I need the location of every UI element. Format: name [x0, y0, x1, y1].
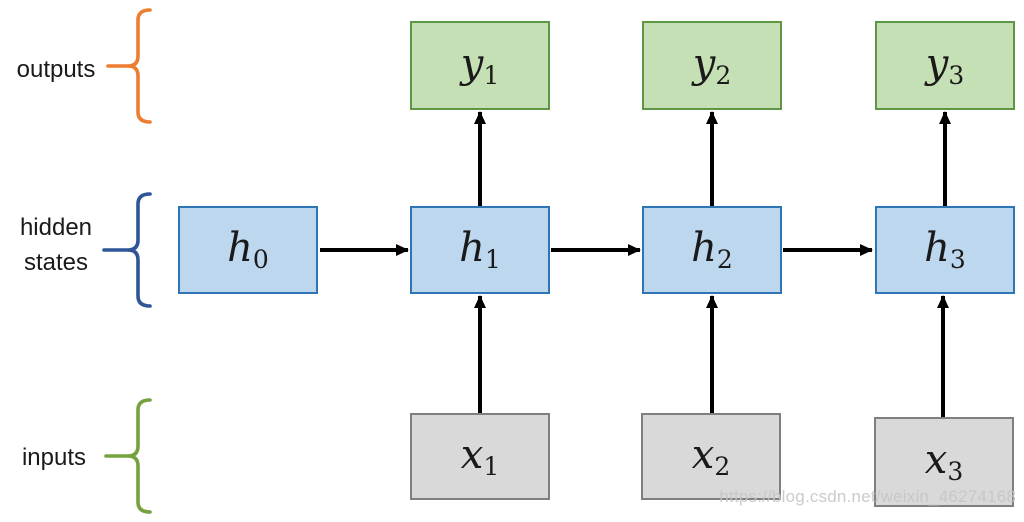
input-node-x2: x2	[641, 413, 781, 500]
node-label-x3: x3	[924, 437, 964, 486]
node-label-y1: y1	[460, 40, 500, 90]
inputs-brace-icon	[104, 398, 152, 514]
watermark-text: https://blog.csdn.net/weixin_46274168	[719, 487, 1016, 506]
output-node-y3: y3	[875, 21, 1015, 110]
outputs-row-label: outputs	[16, 56, 96, 83]
hidden-node-h3: h3	[875, 206, 1015, 294]
output-node-y2: y2	[642, 21, 782, 110]
node-label-x2: x2	[691, 431, 731, 481]
hidden-node-h2: h2	[642, 206, 782, 294]
node-label-h0: h0	[227, 225, 269, 274]
input-node-x3: x3	[874, 417, 1014, 507]
hidden-node-h0: h0	[178, 206, 318, 294]
outputs-brace-icon	[106, 8, 152, 124]
node-label-y2: y2	[692, 40, 732, 90]
hidden-states-row-label: hidden states	[6, 210, 106, 280]
node-label-y3: y3	[925, 40, 965, 90]
output-node-y1: y1	[410, 21, 550, 110]
hidden-states-label-line1: hidden	[19, 214, 93, 241]
hidden-states-label-line2: states	[23, 249, 89, 276]
hidden-node-h1: h1	[410, 206, 550, 294]
node-label-h3: h3	[924, 225, 966, 274]
node-label-x1: x1	[460, 431, 500, 481]
inputs-row-label: inputs	[21, 444, 87, 471]
node-label-h2: h2	[691, 225, 733, 274]
hidden-states-brace-icon	[102, 192, 152, 308]
node-label-h1: h1	[459, 225, 501, 274]
input-node-x1: x1	[410, 413, 550, 500]
